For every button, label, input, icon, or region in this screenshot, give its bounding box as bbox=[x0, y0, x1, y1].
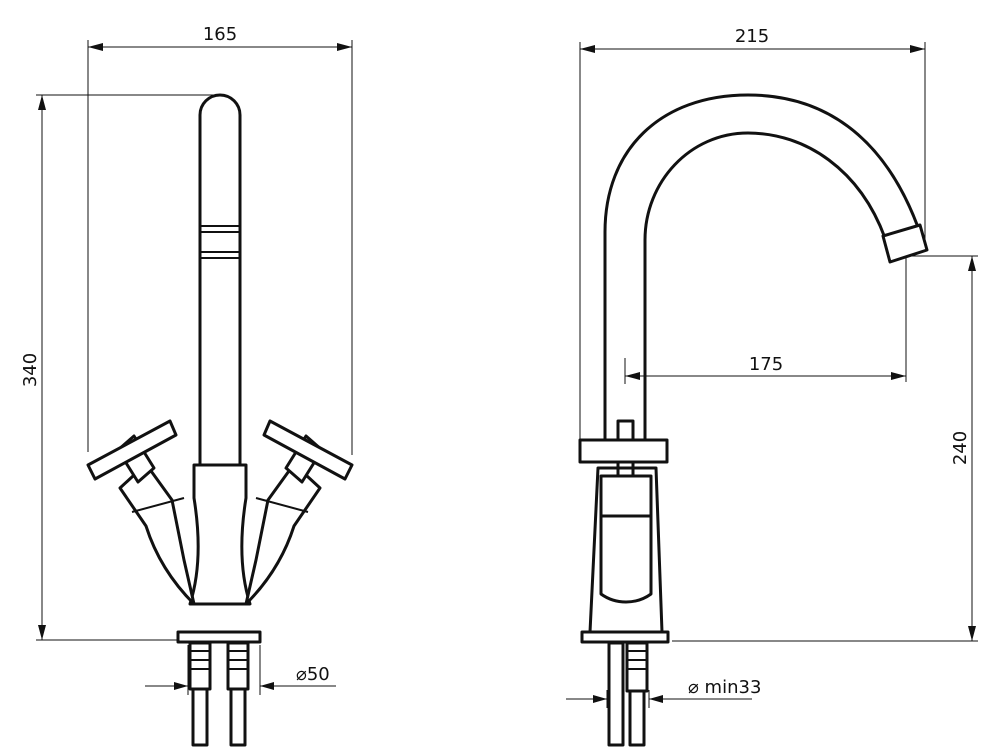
side-handle bbox=[578, 419, 669, 478]
side-view: 215 175 240 bbox=[566, 26, 978, 747]
side-spout bbox=[603, 93, 929, 442]
dimension-diameter-side: ⌀ min33 bbox=[566, 677, 761, 708]
dimension-width-side: 215 bbox=[579, 26, 926, 440]
dimension-label-240: 240 bbox=[950, 431, 971, 465]
dimension-diameter-front: ⌀50 bbox=[145, 645, 336, 695]
dimension-reach-side: 175 bbox=[624, 256, 907, 384]
dimension-height-front: 340 bbox=[20, 94, 220, 641]
front-right-valve bbox=[244, 419, 354, 606]
front-supply-pipes bbox=[188, 641, 250, 747]
dimension-label-diameter-50: ⌀50 bbox=[296, 664, 330, 685]
side-supply-pipes bbox=[607, 641, 649, 747]
front-body bbox=[188, 463, 252, 606]
dimension-label-165: 165 bbox=[203, 24, 237, 45]
side-base-plate bbox=[580, 630, 670, 644]
dimension-label-215: 215 bbox=[735, 26, 769, 47]
dimension-label-175: 175 bbox=[749, 354, 783, 375]
dimension-height-side: 240 bbox=[672, 255, 978, 642]
front-left-valve bbox=[86, 419, 196, 606]
side-valve-body bbox=[588, 466, 664, 634]
front-spout bbox=[198, 93, 242, 467]
front-base-plate bbox=[176, 630, 262, 644]
front-view: 165 340 bbox=[20, 24, 354, 747]
dimension-width-front: 165 bbox=[87, 24, 353, 455]
dimension-label-340: 340 bbox=[20, 353, 41, 387]
dimension-label-diameter-min33: ⌀ min33 bbox=[688, 677, 761, 698]
